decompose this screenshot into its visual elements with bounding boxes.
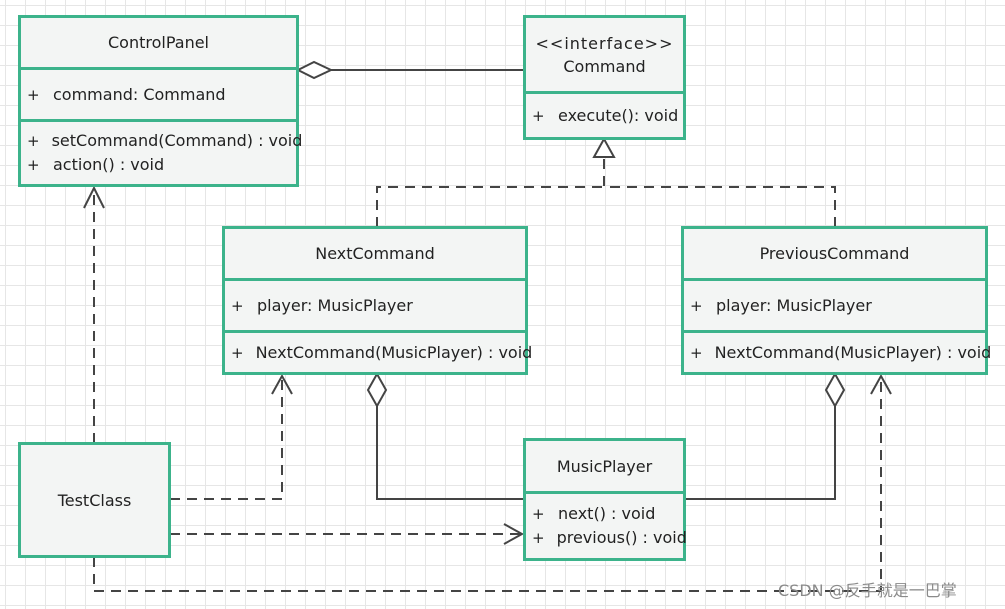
method-text: NextCommand(MusicPlayer) : void	[714, 342, 992, 362]
method-row: + action() : void	[21, 153, 296, 177]
visibility-public: +	[27, 156, 40, 174]
method-row: + setCommand(Command) : void	[21, 129, 302, 153]
method-text: previous() : void	[556, 528, 687, 547]
class-name: NextCommand	[315, 244, 435, 263]
dependency-arrowhead-musicplayer	[503, 523, 525, 545]
aggregation-previouscommand-musicplayer	[686, 406, 836, 500]
class-name: PreviousCommand	[759, 244, 910, 263]
class-command-interface[interactable]: <<interface>> Command + execute(): void	[523, 15, 686, 140]
visibility-public: +	[690, 296, 703, 315]
realization-triangle-command	[592, 136, 616, 158]
class-header: MusicPlayer	[526, 441, 683, 494]
attribute-text: command: Command	[53, 84, 226, 104]
class-header: ControlPanel	[21, 18, 296, 70]
class-name: TestClass	[57, 490, 132, 510]
visibility-public: +	[27, 132, 40, 150]
methods-section: + setCommand(Command) : void + action() …	[21, 122, 302, 184]
attributes-section: + player: MusicPlayer	[225, 281, 525, 333]
class-header: NextCommand	[225, 229, 525, 281]
method-text: next() : void	[558, 504, 656, 523]
attribute-row: + player: MusicPlayer	[684, 294, 985, 318]
aggregation-nextcommand-musicplayer	[376, 406, 524, 500]
stereotype-label: <<interface>>	[535, 33, 674, 53]
aggregation-diamond-nextcommand	[366, 371, 388, 409]
class-header: PreviousCommand	[684, 229, 985, 281]
attribute-row: + command: Command	[21, 83, 296, 107]
method-text: NextCommand(MusicPlayer) : void	[255, 342, 533, 362]
methods-section: + NextCommand(MusicPlayer) : void	[684, 333, 991, 372]
visibility-public: +	[532, 106, 545, 125]
visibility-public: +	[532, 505, 545, 523]
dependency-arrowhead-nextcommand	[271, 373, 293, 395]
attributes-section: + command: Command	[21, 70, 296, 122]
methods-section: + NextCommand(MusicPlayer) : void	[225, 333, 532, 372]
class-name: Command	[563, 56, 646, 76]
dependency-testclass-nextcommand	[170, 376, 283, 500]
class-control-panel[interactable]: ControlPanel + command: Command + setCom…	[18, 15, 302, 187]
class-next-command[interactable]: NextCommand + player: MusicPlayer + Next…	[222, 226, 532, 375]
attributes-section: + player: MusicPlayer	[684, 281, 985, 333]
class-previous-command[interactable]: PreviousCommand + player: MusicPlayer + …	[681, 226, 991, 375]
class-header: TestClass	[21, 445, 168, 555]
visibility-public: +	[231, 343, 244, 362]
attribute-text: player: MusicPlayer	[257, 295, 413, 315]
visibility-public: +	[532, 529, 545, 547]
method-row: + NextCommand(MusicPlayer) : void	[225, 341, 532, 365]
class-test-class[interactable]: TestClass	[18, 442, 171, 558]
class-music-player[interactable]: MusicPlayer + next() : void + previous()…	[523, 438, 687, 561]
watermark: CSDN @反手就是一巴掌	[778, 581, 957, 600]
dependency-arrowhead-controlpanel	[83, 185, 105, 209]
method-row: + NextCommand(MusicPlayer) : void	[684, 341, 991, 365]
method-text: execute(): void	[558, 105, 679, 125]
method-text: action() : void	[53, 155, 165, 174]
dependency-arrowhead-previouscommand	[870, 373, 892, 395]
method-text: setCommand(Command) : void	[51, 131, 303, 150]
aggregation-diamond-controlpanel	[295, 60, 334, 80]
visibility-public: +	[690, 343, 703, 362]
visibility-public: +	[231, 296, 244, 315]
methods-section: + next() : void + previous() : void	[526, 494, 687, 558]
dependency-testclass-previouscommand	[93, 376, 882, 592]
methods-section: + execute(): void	[526, 94, 683, 137]
method-row: + next() : void	[526, 502, 683, 526]
realization-previouscommand-command	[603, 157, 836, 227]
class-name: ControlPanel	[108, 33, 209, 52]
method-row: + execute(): void	[526, 104, 683, 128]
realization-nextcommand-command	[376, 186, 604, 227]
method-row: + previous() : void	[526, 526, 687, 550]
visibility-public: +	[27, 85, 40, 104]
class-header: <<interface>> Command	[526, 18, 683, 94]
attribute-row: + player: MusicPlayer	[225, 294, 525, 318]
attribute-text: player: MusicPlayer	[716, 295, 872, 315]
aggregation-diamond-previouscommand	[824, 371, 846, 409]
class-name: MusicPlayer	[556, 456, 653, 476]
